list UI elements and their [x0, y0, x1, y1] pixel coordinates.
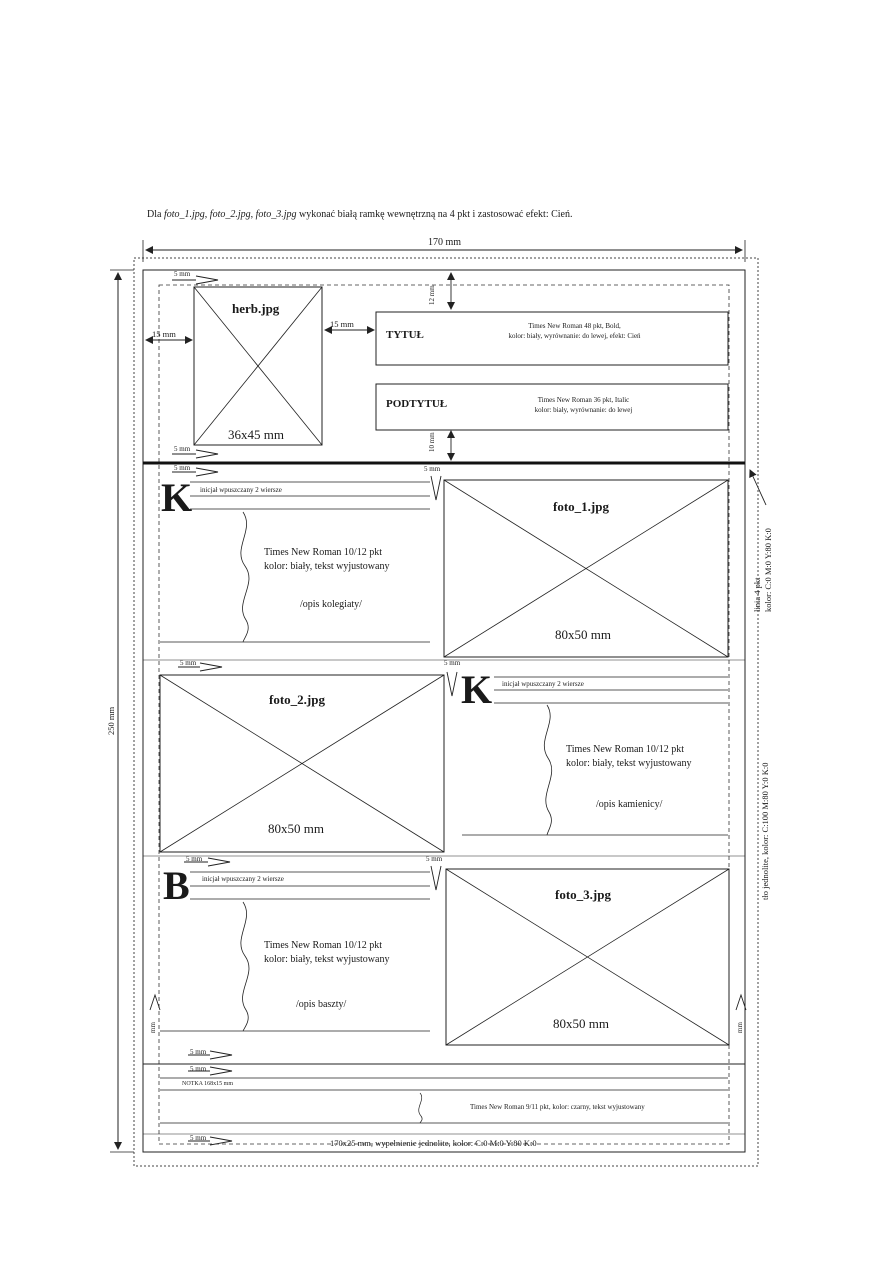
drop-cap-note: inicjał wpuszczany 2 wiersze [202, 875, 284, 883]
margin-5mm-label: 5 mm [174, 445, 191, 453]
background-note: tło jednolite, kolor: C:100 M:80 Y:0 K:0 [760, 762, 770, 901]
drop-cap-note: inicjał wpuszczany 2 wiersze [502, 680, 584, 688]
body-spec-line-2: kolor: biały, tekst wyjustowany [264, 954, 390, 965]
drop-cap-b: B [163, 863, 190, 908]
footer-bar-spec: 170x25 mm, wypełnienie jednolite, kolor:… [330, 1138, 537, 1148]
subtitle-spec-line-1: Times New Roman 36 pkt, Italic [537, 396, 630, 404]
body-spec-line-1: Times New Roman 10/12 pkt [264, 547, 382, 558]
height-label: 250 mm [106, 706, 116, 735]
subtitle-spec-line-2: kolor: biały, wyrównanie: do lewej [534, 406, 633, 414]
foto-3-label: foto_3.jpg [555, 887, 611, 902]
side-mm-label: mm [149, 1022, 157, 1033]
body-spec-line-2: kolor: biały, tekst wyjustowany [566, 758, 692, 769]
gap-10mm-label: 10 mm [428, 432, 436, 452]
margin-5mm-label: 5 mm [190, 1134, 207, 1142]
drop-cap-k-2: K [461, 667, 493, 712]
drop-cap-note: inicjał wpuszczany 2 wiersze [200, 486, 282, 494]
width-label: 170 mm [428, 237, 462, 248]
description-kolegiata: /opis kolegiaty/ [300, 599, 362, 610]
foto-2-size: 80x50 mm [268, 821, 324, 836]
subtitle-label: PODTYTUŁ [386, 398, 448, 410]
margin-15mm-label: 15 mm [152, 329, 176, 339]
herb-size: 36x45 mm [228, 427, 284, 442]
herb-box [193, 286, 323, 446]
margin-5mm-label: 5 mm [180, 659, 197, 667]
foto-2-box [159, 674, 445, 853]
title-label: TYTUŁ [386, 329, 424, 341]
gap-12mm-label: 12 mm [428, 285, 436, 305]
margin-5mm-label: 5 mm [190, 1065, 207, 1073]
body-spec-line-2: kolor: biały, tekst wyjustowany [264, 561, 390, 572]
title-box [375, 311, 729, 366]
gap-5mm-label: 5 mm [424, 465, 441, 473]
margin-5mm-label: 5 mm [186, 855, 203, 863]
gap-15mm-label: 15 mm [330, 319, 354, 329]
description-baszta: /opis baszty/ [296, 999, 347, 1010]
footnote-label: NOTKA 168x15 mm [182, 1081, 233, 1087]
foto-3-box [445, 868, 730, 1046]
footnote-spec: Times New Roman 9/11 pkt, kolor: czarny,… [470, 1103, 645, 1111]
body-spec-line-1: Times New Roman 10/12 pkt [264, 940, 382, 951]
gap-5mm-label: 5 mm [444, 659, 461, 667]
foto-1-box [443, 479, 729, 658]
line-note: linia 4 pkt kolor: C:0 M:0 Y:80 K:0 [752, 528, 773, 612]
foto-1-label: foto_1.jpg [553, 499, 609, 514]
side-mm-label: mm [736, 1022, 744, 1033]
foto-3-size: 80x50 mm [553, 1016, 609, 1031]
drop-cap-k-1: K [161, 475, 193, 520]
title-spec-line-2: kolor: biały, wyrównanie: do lewej, efek… [508, 332, 641, 340]
margin-5mm-label: 5 mm [174, 464, 191, 472]
foto-2-label: foto_2.jpg [269, 692, 325, 707]
margin-5mm-label: 5 mm [174, 270, 191, 278]
foto-1-size: 80x50 mm [555, 627, 611, 642]
header-note: Dla foto_1.jpg, foto_2.jpg, foto_3.jpg w… [147, 209, 573, 220]
page-border [142, 269, 746, 1153]
bleed-border [133, 257, 759, 1167]
subtitle-box [375, 383, 729, 431]
description-kamienica: /opis kamienicy/ [596, 799, 663, 810]
herb-label: herb.jpg [232, 301, 280, 316]
body-spec-line-1: Times New Roman 10/12 pkt [566, 744, 684, 755]
gap-5mm-label: 5 mm [426, 855, 443, 863]
margin-5mm-label: 5 mm [190, 1048, 207, 1056]
title-spec-line-1: Times New Roman 48 pkt, Bold, [528, 322, 621, 330]
five-mm-markers [149, 275, 747, 1146]
